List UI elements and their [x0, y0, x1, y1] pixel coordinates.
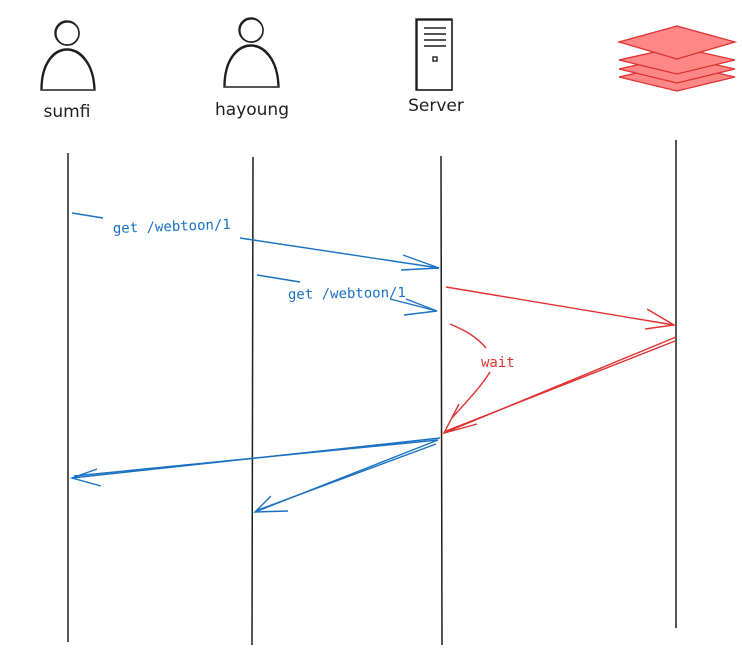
person-icon [223, 17, 280, 88]
message-label-2: get /webtoon/1 [288, 285, 406, 303]
message-label-1: get /webtoon/1 [113, 217, 232, 237]
lifelines [67, 140, 677, 646]
message-sumfi-to-server [71, 212, 440, 271]
actor-store [616, 25, 738, 92]
message-store-to-server [442, 336, 677, 435]
actor-sumfi: sumfi [40, 20, 96, 122]
message-hayoung-to-server [256, 274, 438, 316]
actor-hayoung: hayoung [215, 17, 289, 120]
message-server-to-hayoung [253, 439, 439, 513]
actor-server: Server [408, 18, 464, 116]
actor-label-sumfi: sumfi [44, 102, 91, 122]
message-server-to-store [445, 286, 677, 330]
note-wait [449, 323, 491, 419]
server-icon [415, 18, 453, 91]
message-server-to-sumfi [69, 437, 441, 487]
note-wait-label: wait [481, 355, 515, 371]
stacked-layers-icon [616, 25, 738, 92]
person-icon [40, 20, 96, 91]
actor-label-server: Server [408, 96, 464, 116]
lifeline-hayoung [251, 156, 254, 646]
lifeline-server [440, 155, 443, 646]
actor-label-hayoung: hayoung [215, 100, 289, 120]
